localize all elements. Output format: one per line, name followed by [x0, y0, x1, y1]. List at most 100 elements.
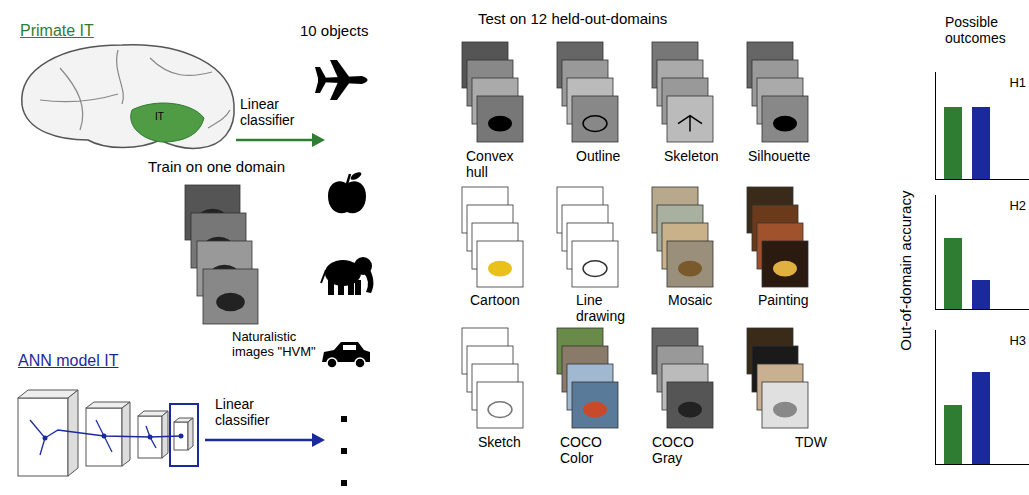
stimulus-object [583, 402, 607, 418]
image-stack [652, 328, 713, 428]
domain-label: Convex hull [466, 148, 520, 180]
arrow-head [312, 133, 325, 147]
ellipsis-dots [341, 416, 347, 486]
hypothesis-label: H2 [936, 195, 1029, 214]
image-stacks [185, 42, 808, 428]
domain-label: Sketch [478, 434, 521, 450]
stimulus-object [216, 293, 245, 312]
elephant-leg [348, 282, 354, 295]
car-wheel [355, 358, 365, 368]
model-bar [972, 280, 990, 309]
network-drawing [18, 390, 198, 476]
arrow-label: Linear classifier [240, 96, 316, 128]
stimulus-image [572, 241, 618, 287]
primate-bar [944, 405, 962, 464]
stimulus-object [678, 402, 702, 418]
airplane-wing [330, 82, 350, 100]
axis-label: Out-of-domain accuracy [897, 146, 914, 396]
neuron [43, 436, 48, 441]
image-stack [557, 328, 618, 428]
domain-label: Cartoon [470, 292, 520, 308]
domain-label: TDW [795, 434, 827, 450]
stimulus-image [667, 382, 713, 428]
domain-label: Silhouette [748, 148, 810, 164]
stimulus-image [762, 382, 808, 428]
primate-bar [944, 107, 962, 179]
layer-face [86, 408, 122, 466]
elephant-icon [321, 257, 373, 295]
stimulus-object [488, 261, 512, 277]
hypothesis-label: H1 [936, 72, 1029, 91]
image-stack [185, 185, 258, 324]
elephant-leg [328, 280, 334, 295]
image-stack [747, 187, 808, 287]
stimulus-object [488, 116, 512, 132]
brain-drawing [22, 45, 234, 149]
dot [341, 480, 347, 486]
section-heading: Test on 12 held-out-domains [478, 10, 667, 27]
domain-label: Painting [758, 292, 809, 308]
layer-side [122, 402, 130, 466]
outcome-chart: H2 [935, 195, 1029, 310]
stimulus-object [678, 261, 702, 277]
elephant-tail [321, 270, 326, 283]
apple-body [328, 181, 366, 213]
image-stack [462, 328, 523, 428]
column-heading: 10 objects [300, 22, 368, 39]
stimulus-object [773, 261, 797, 277]
image-stack [747, 42, 808, 142]
outcome-bars [944, 107, 990, 464]
stimulus-image [667, 96, 713, 142]
apple-leaf [349, 171, 362, 182]
image-set-label: Naturalistic images "HVM" [232, 330, 324, 360]
stimulus-image [572, 96, 618, 142]
layer-side [188, 418, 193, 450]
domain-label: Skeleton [664, 148, 718, 164]
arrow-label: Linear classifier [215, 396, 291, 428]
stimulus-image [203, 269, 258, 324]
brain-sulcus [117, 50, 124, 104]
layer-face [18, 398, 68, 476]
elephant-trunk [363, 266, 373, 293]
brain-sulcus [208, 110, 230, 128]
stimulus-image [477, 96, 523, 142]
model-bar [972, 107, 990, 179]
apple-stem [347, 174, 350, 184]
stimulus-object [583, 261, 607, 277]
brain-outline [22, 45, 234, 149]
layer-side [162, 411, 168, 458]
stimulus-object [773, 402, 797, 418]
stimulus-image [572, 382, 618, 428]
image-stack [557, 187, 618, 287]
airplane-wing [330, 60, 350, 78]
stimulus-image [667, 241, 713, 287]
image-stack [462, 42, 523, 142]
domain-label: Mosaic [668, 292, 712, 308]
outcome-chart: H3 [935, 330, 1029, 465]
model-it-box [170, 404, 198, 466]
car-icon [322, 342, 370, 368]
arrow-head [312, 433, 325, 447]
stimulus-image [477, 382, 523, 428]
hypothesis-label: H3 [936, 330, 1029, 349]
panel-title: Primate IT [20, 22, 94, 40]
stimulus-object [678, 116, 702, 132]
chart-heading: Possible outcomes [945, 14, 1023, 46]
domain-label: Outline [576, 148, 620, 164]
image-stack [557, 42, 618, 142]
neuron-paths [30, 420, 181, 455]
primate-bar [944, 238, 962, 309]
image-stack [462, 187, 523, 287]
model-bar [972, 372, 990, 464]
arrow-line [205, 439, 313, 442]
brain-sulcus [150, 58, 212, 75]
classifier-arrow [205, 433, 325, 447]
stimulus-object [488, 402, 512, 418]
neuron-path [30, 420, 181, 438]
elephant-leg [355, 280, 361, 295]
stimulus-image [762, 96, 808, 142]
image-stack [652, 42, 713, 142]
